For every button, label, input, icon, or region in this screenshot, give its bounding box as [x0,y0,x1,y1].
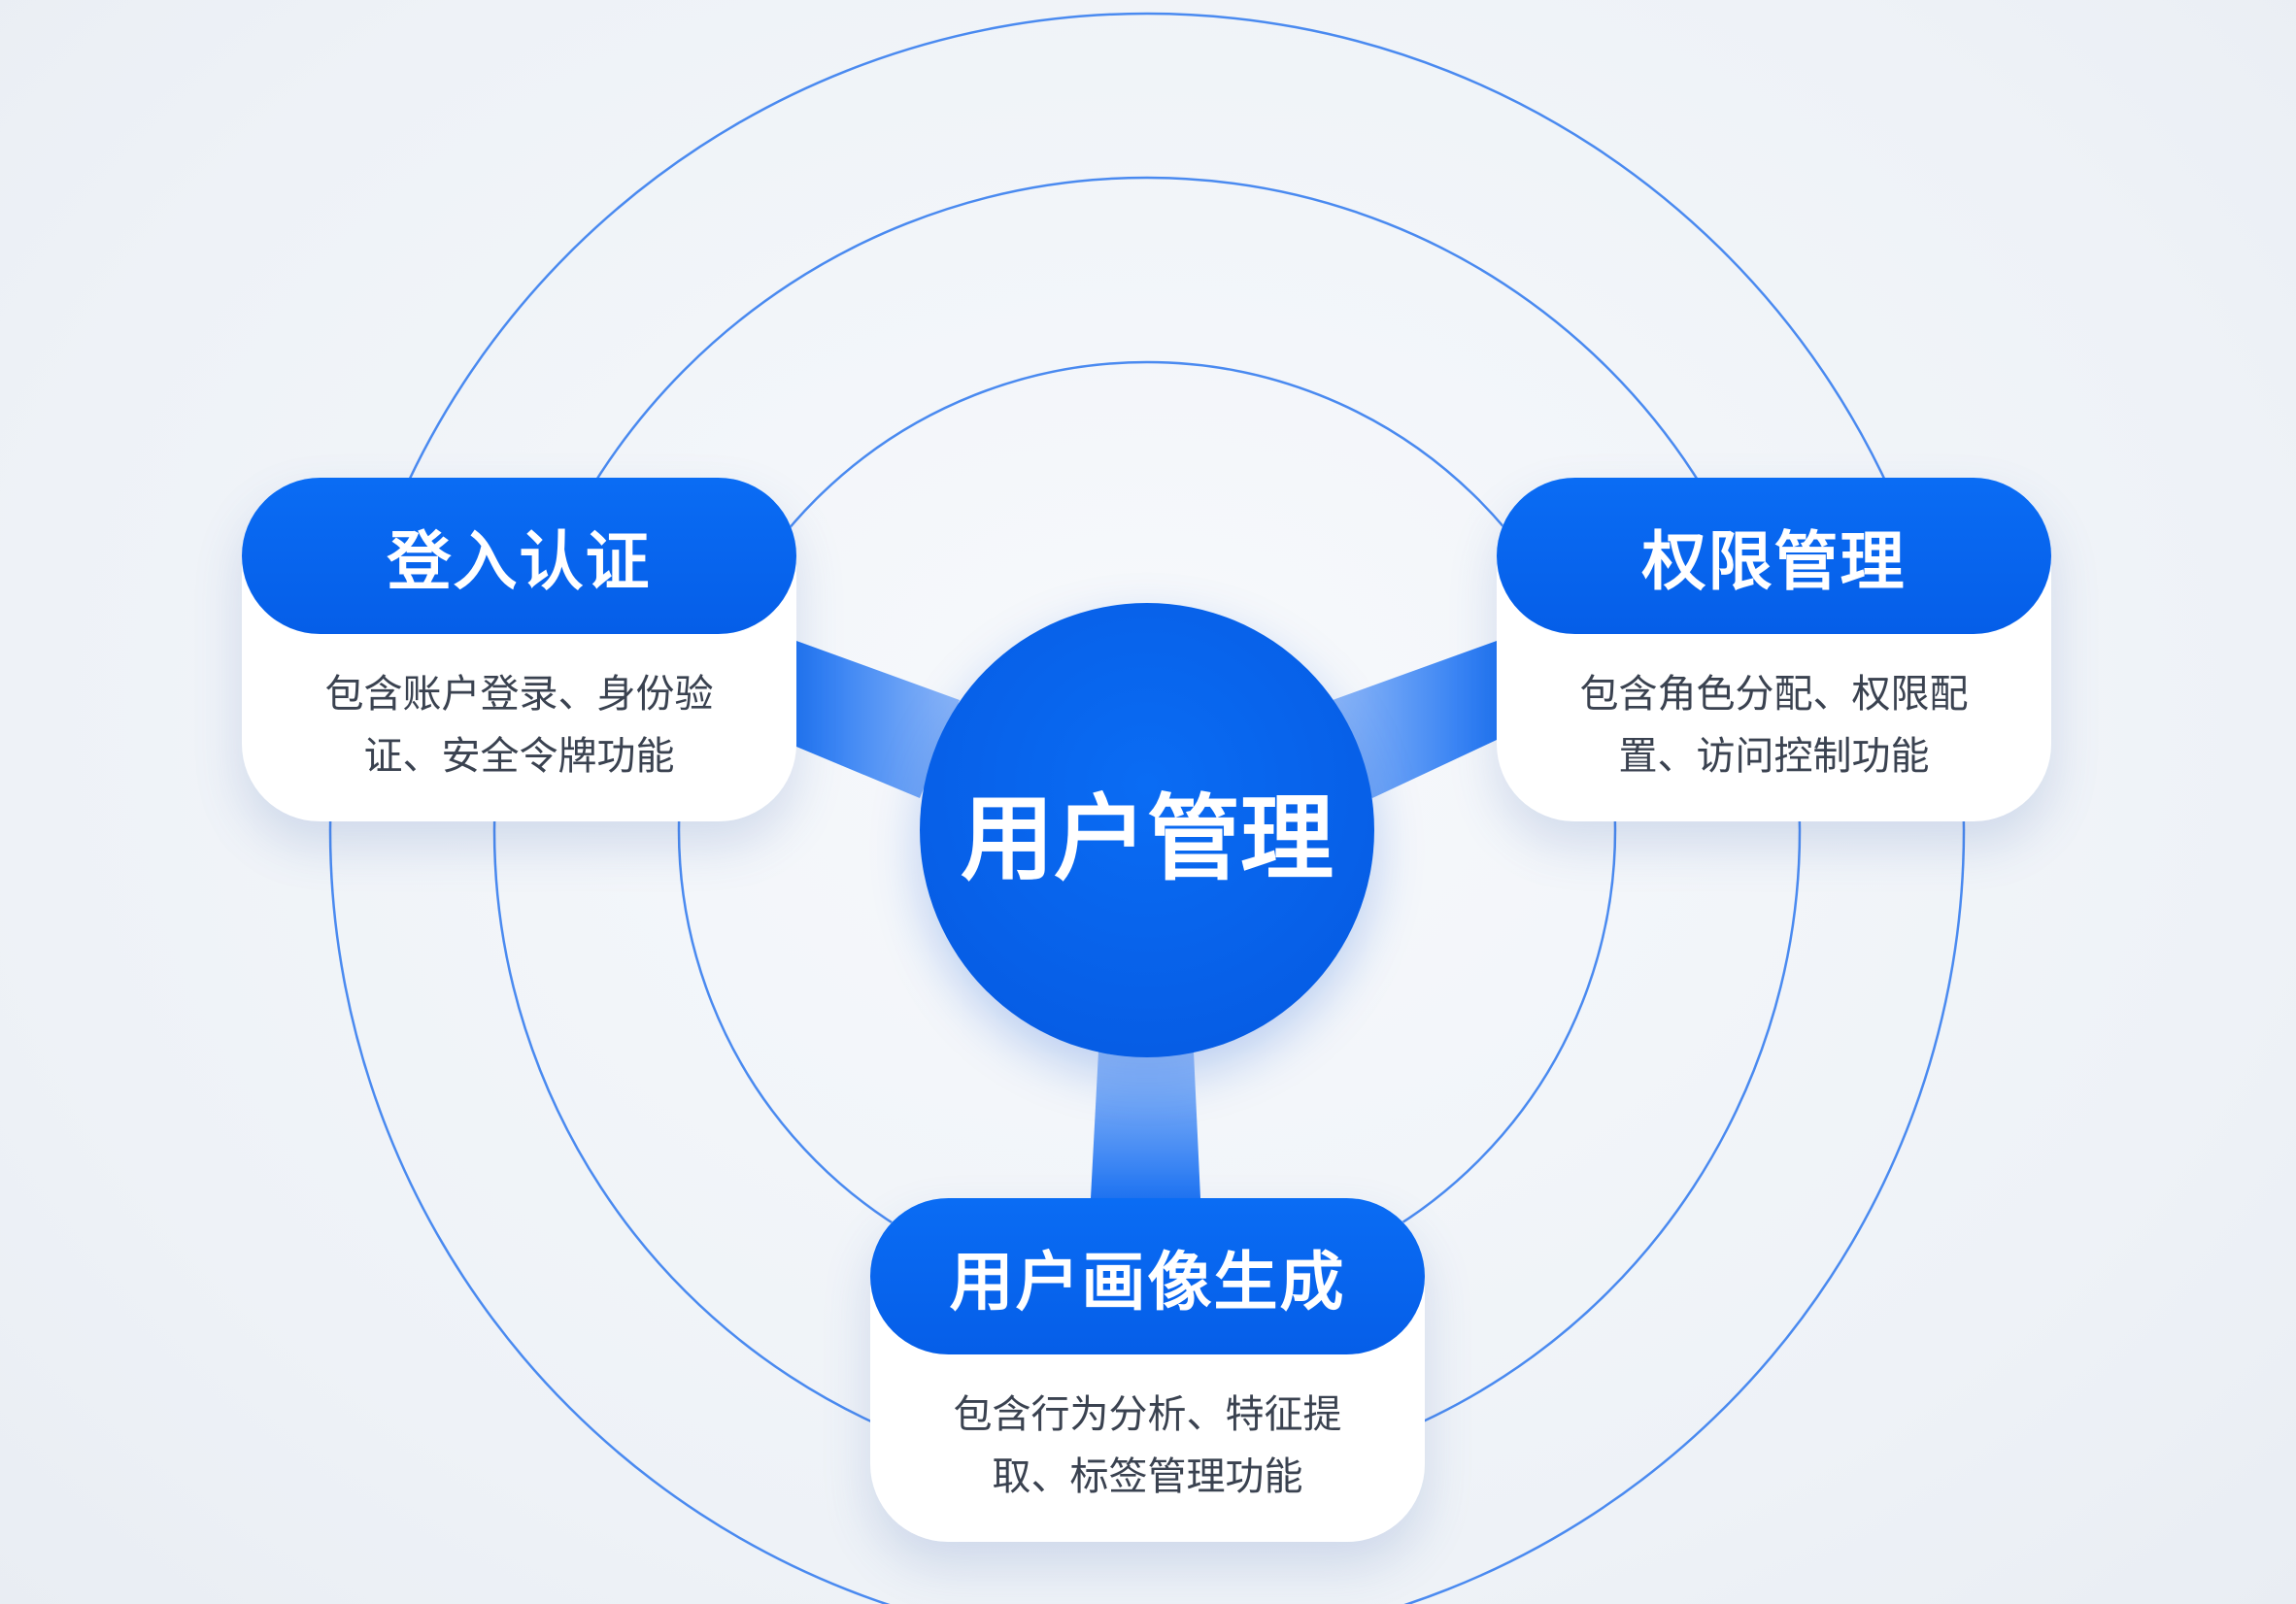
node-title: 用户画像生成 [870,1198,1425,1354]
node-card-permissions: 权限管理 包含角色分配、权限配置、访问控制功能 [1497,478,2051,821]
connector-right [1333,641,1497,798]
node-description: 包含行为分析、特征提取、标签管理功能 [953,1392,1342,1499]
node-title: 权限管理 [1497,478,2051,634]
node-card-user-profile: 用户画像生成 包含行为分析、特征提取、标签管理功能 [870,1198,1425,1542]
node-description: 包含角色分配、权限配置、访问控制功能 [1579,672,1969,779]
node-card-login-auth: 登入认证 包含账户登录、身份验证、安全令牌功能 [242,478,796,821]
connector-left [796,641,960,798]
node-description: 包含账户登录、身份验证、安全令牌功能 [324,672,714,779]
center-hub: 用户管理 [920,603,1374,1057]
ring-outer [329,13,1965,1604]
node-title: 登入认证 [242,478,796,634]
connector-bottom [1091,1052,1200,1198]
center-title: 用户管理 [961,784,1334,893]
